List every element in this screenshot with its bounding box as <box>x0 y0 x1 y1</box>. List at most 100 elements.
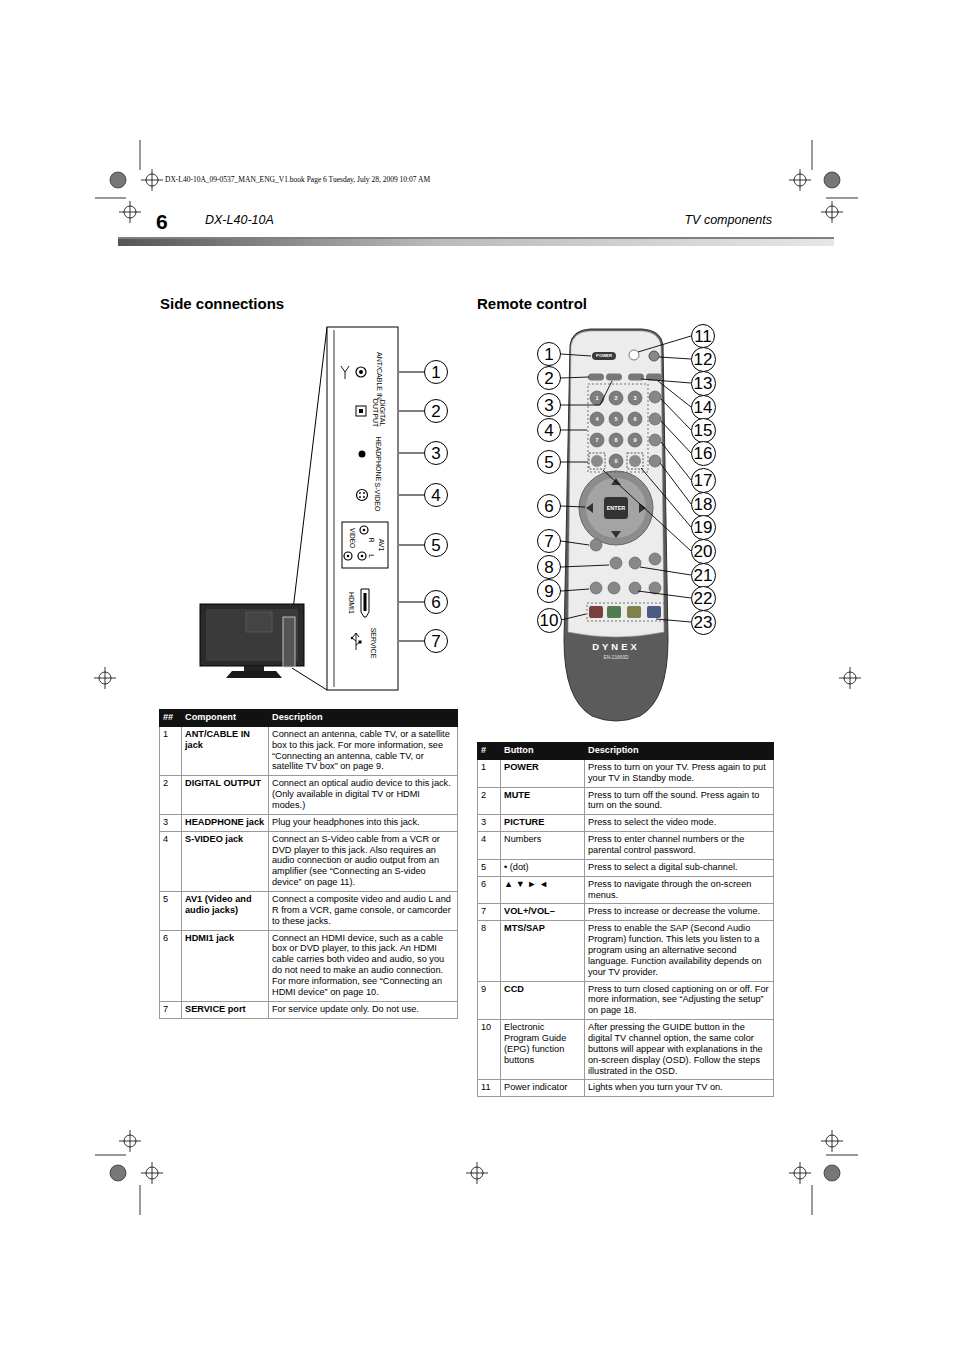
column-heading: Description <box>272 712 323 722</box>
table-row: 2DIGITAL OUTPUTConnect an optical audio … <box>160 776 458 815</box>
table-row: 4S-VIDEO jackConnect an S-Video cable fr… <box>160 831 458 891</box>
table-cell: HDMI1 jack <box>182 930 269 1001</box>
remote-body <box>647 606 661 618</box>
callout-number: 1 <box>431 364 440 381</box>
table-cell: 4 <box>478 832 501 860</box>
callout-circle: 12 <box>691 347 716 372</box>
table-row: 8MTS/SAPPress to enable the SAP (Second … <box>478 921 774 981</box>
table-cell: Description <box>269 710 458 727</box>
item-description: Connect an S-Video cable from a VCR or D… <box>272 834 440 887</box>
registration-mark <box>850 667 851 689</box>
callout-number: 6 <box>544 498 553 515</box>
side-panel <box>334 330 335 687</box>
registration-mark <box>152 1162 153 1184</box>
table-cell: Electronic Program Guide (EPG) function … <box>501 1020 585 1080</box>
column-heading: Description <box>588 745 639 755</box>
side-panel <box>363 492 365 494</box>
row-number: 10 <box>481 1022 491 1032</box>
callout-circle: 1 <box>424 360 448 384</box>
callout-number: 17 <box>694 472 713 489</box>
item-description: Plug your headphones into this jack. <box>272 817 420 827</box>
item-description: Connect an HDMI device, such as a cable … <box>272 933 444 997</box>
callout-number: 22 <box>694 590 713 607</box>
button-label: POWER <box>596 354 612 359</box>
item-description: For service update only. Do not use. <box>272 1004 419 1014</box>
side-panel <box>360 526 368 534</box>
remote-leader-lines <box>656 619 691 622</box>
remote-body <box>564 329 668 721</box>
remote-leader-lines <box>638 336 691 352</box>
registration-mark <box>800 169 801 191</box>
table-cell: ▲ ▼ ► ◄ <box>501 876 585 904</box>
callout-number: 2 <box>431 403 440 420</box>
jack-label: DIGITAL OUTPUT <box>372 396 386 430</box>
key-digit: 0 <box>614 458 617 464</box>
remote-button <box>606 374 622 381</box>
item-description: Lights when you turn your TV on. <box>588 1082 723 1092</box>
table-cell: Press to increase or decrease the volume… <box>585 904 774 921</box>
remote-leader-lines <box>561 614 586 620</box>
remote-button <box>590 539 602 551</box>
trim-mark <box>140 140 141 170</box>
item-name: ANT/CABLE IN jack <box>185 729 250 750</box>
item-description: Press to increase or decrease the volume… <box>588 906 760 916</box>
side-panel <box>359 641 362 644</box>
registration-mark <box>152 169 153 191</box>
tv-illustration <box>246 612 272 632</box>
row-number: 1 <box>481 762 486 772</box>
table-cell: Connect an optical audio device to this … <box>269 776 458 815</box>
tv-illustration <box>200 604 304 666</box>
item-description: Press to navigate through the on-screen … <box>588 879 751 900</box>
side-panel <box>359 409 363 413</box>
section-heading: Side connections <box>160 296 284 313</box>
number-key <box>609 412 623 426</box>
number-key <box>590 412 604 426</box>
table-cell: ## <box>160 710 182 727</box>
table-row: 6HDMI1 jackConnect an HDMI device, such … <box>160 930 458 1001</box>
table-cell: PICTURE <box>501 815 585 832</box>
callout-circle: 18 <box>691 492 716 517</box>
table-row: 11Power indicatorLights when you turn yo… <box>478 1080 774 1097</box>
callout-circle: 8 <box>537 555 561 579</box>
row-number: 11 <box>481 1082 491 1092</box>
table-row: 1POWERPress to turn on your TV. Press ag… <box>478 759 774 787</box>
remote-button <box>588 374 604 381</box>
callout-number: 11 <box>694 328 712 345</box>
side-panel <box>351 637 353 639</box>
table-cell: DIGITAL OUTPUT <box>182 776 269 815</box>
side-panel <box>356 367 366 377</box>
callout-number: 21 <box>694 567 713 584</box>
key-digit: 1 <box>595 395 598 401</box>
callout-circle: 22 <box>691 586 716 611</box>
side-leader-lines <box>399 453 424 454</box>
remote-body <box>592 352 616 360</box>
remote-body <box>564 329 668 721</box>
remote-body <box>586 478 646 538</box>
trim-mark <box>812 1185 813 1215</box>
callout-circle: 20 <box>691 539 716 564</box>
number-key <box>609 391 623 405</box>
remote-body <box>649 351 659 361</box>
remote-button <box>649 553 661 565</box>
callout-number: 5 <box>431 537 440 554</box>
jack-label: HDMI1 <box>347 592 355 614</box>
side-panel <box>359 496 361 498</box>
button-table: #ButtonDescription1POWERPress to turn on… <box>477 742 774 1097</box>
jack-label: HEADPHONE <box>374 437 382 481</box>
callout-number: 15 <box>694 422 713 439</box>
remote-body <box>604 497 628 519</box>
row-number: 2 <box>481 790 486 800</box>
table-cell: Numbers <box>501 832 585 860</box>
callout-circle: 9 <box>537 579 561 603</box>
table-cell: Press to navigate through the on-screen … <box>585 876 774 904</box>
callout-number: 14 <box>694 399 713 416</box>
callout-circle: 16 <box>691 441 716 466</box>
remote-button <box>649 413 661 425</box>
key-digit: 5 <box>614 416 617 422</box>
trim-mark <box>812 140 813 170</box>
table-row: 10 Electronic Program Guide (EPG) functio… <box>478 1020 774 1080</box>
table-cell: SERVICE port <box>182 1001 269 1018</box>
jack-label: VIDEO <box>348 528 355 548</box>
tv-illustration <box>292 668 327 690</box>
remote-button <box>649 391 661 403</box>
